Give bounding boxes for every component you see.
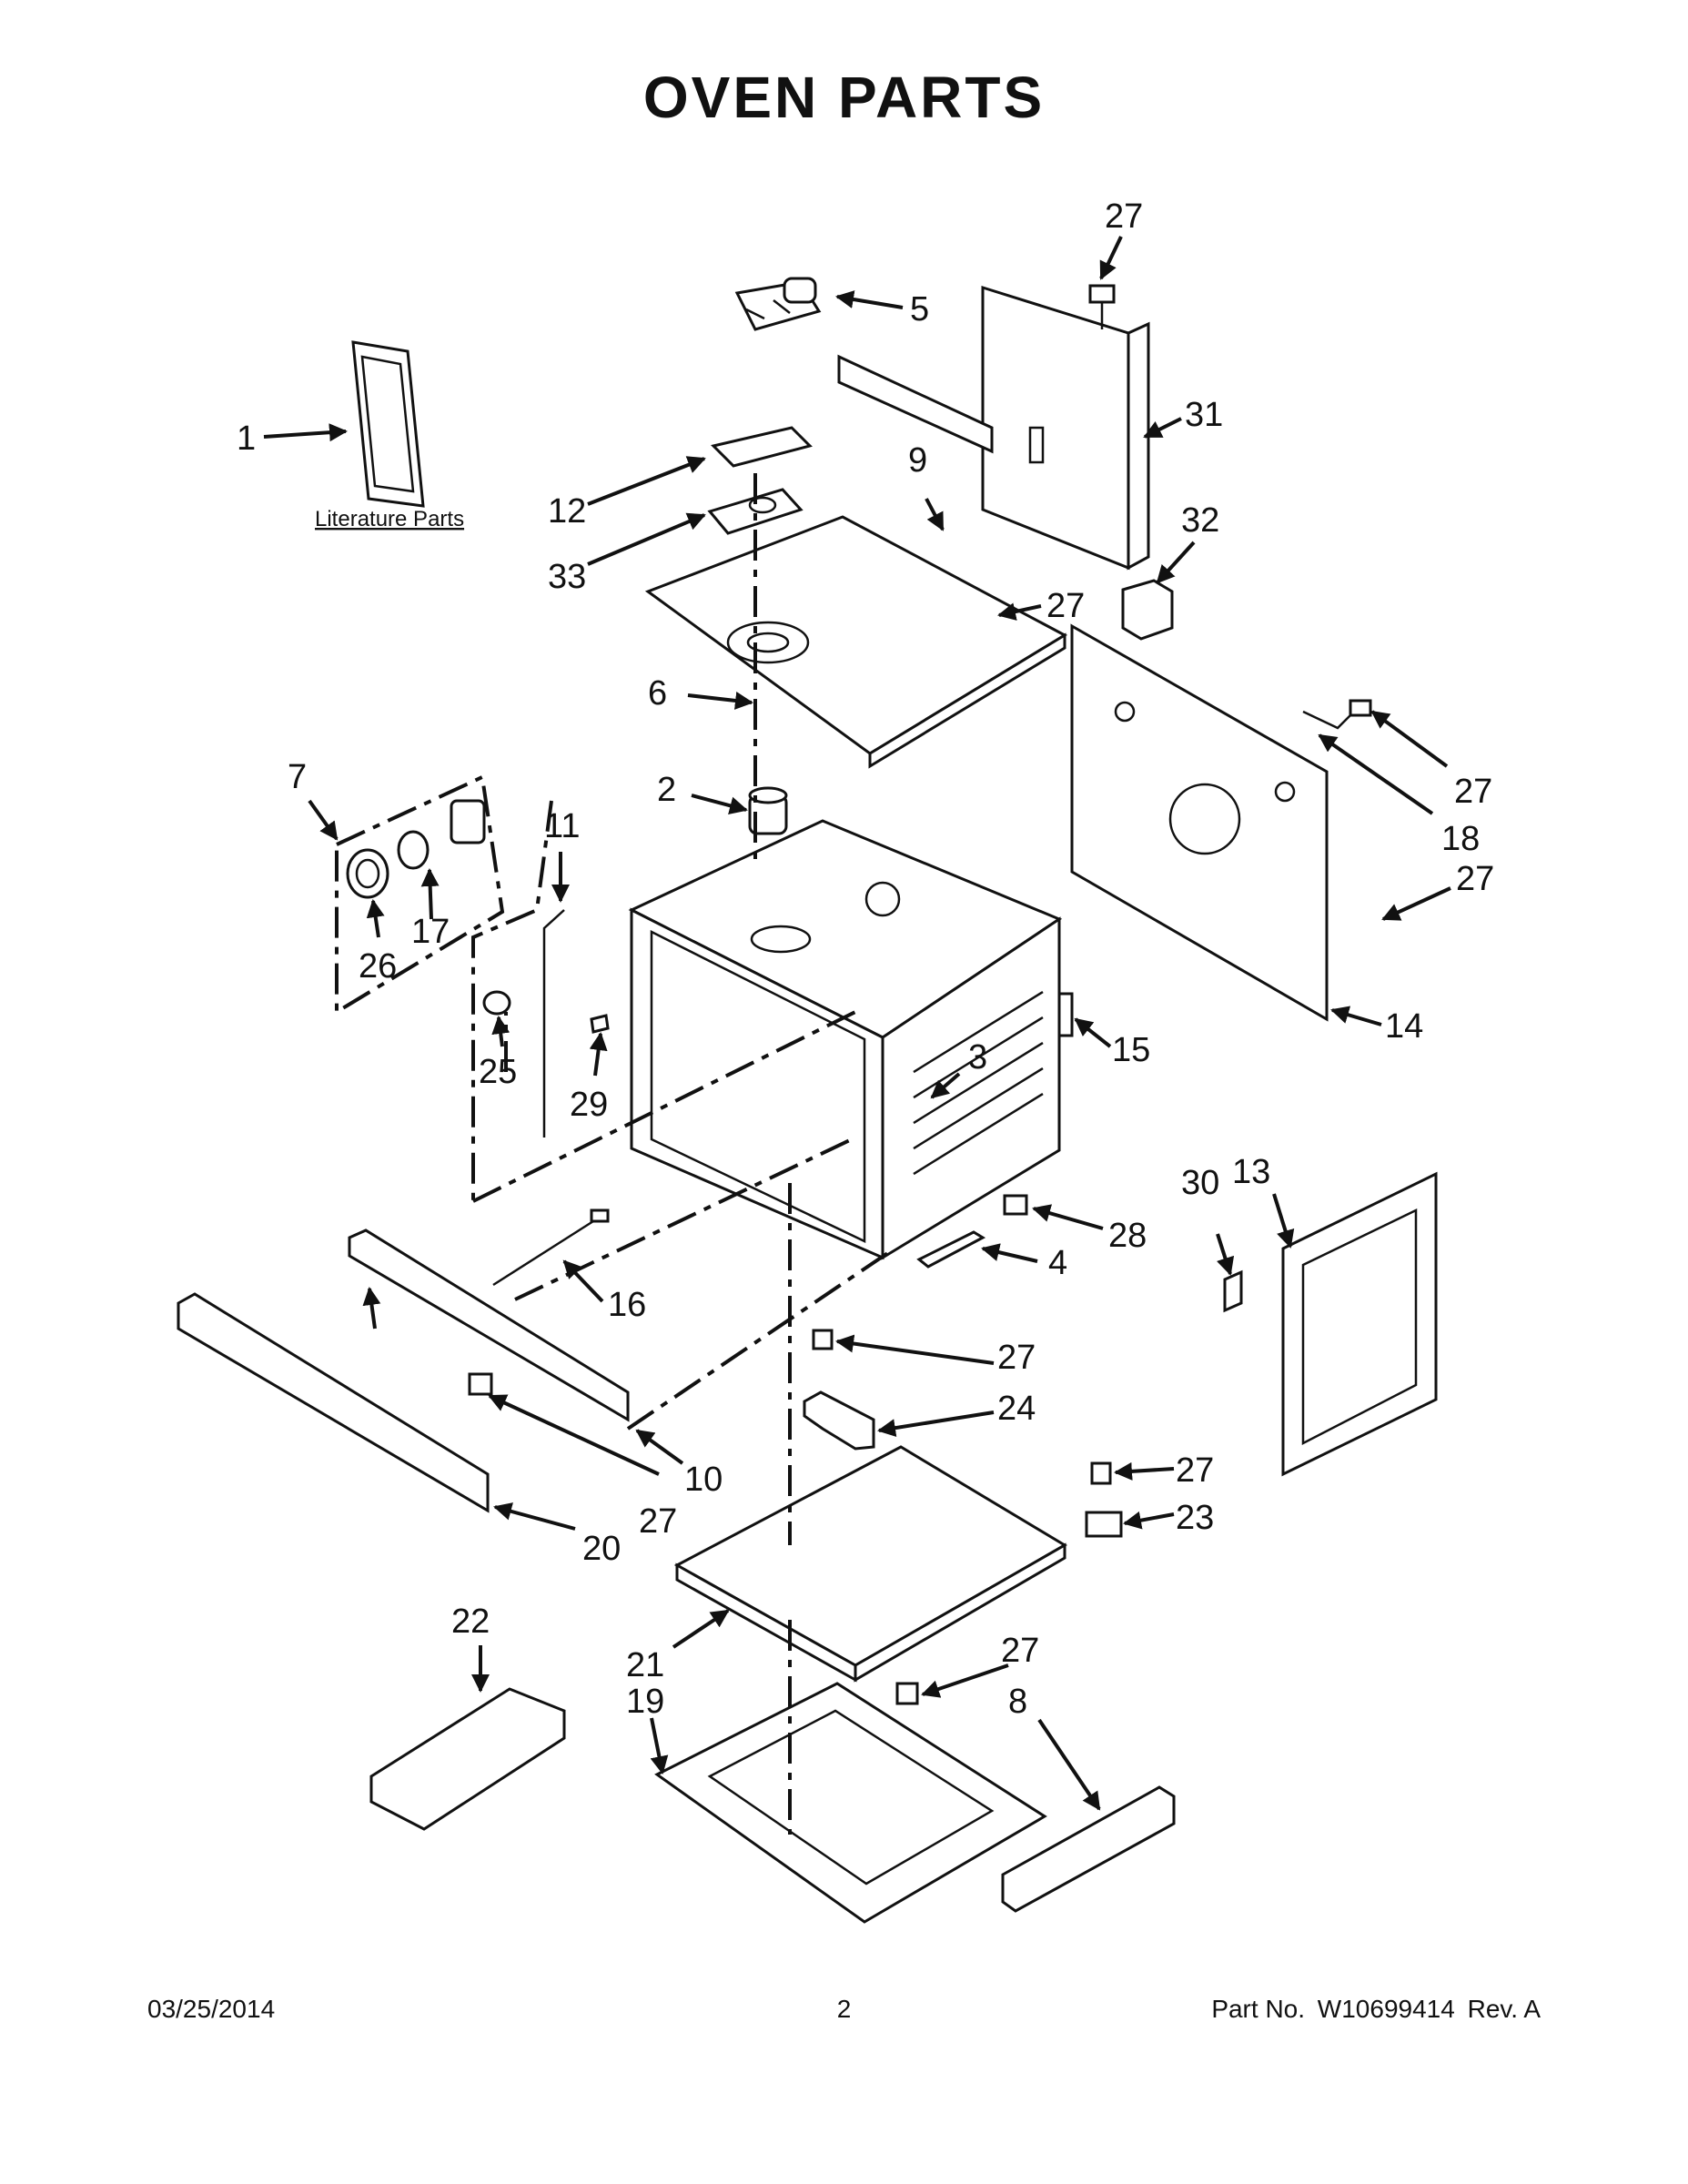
- literature-booklet: [351, 340, 425, 508]
- callout-7: 7: [288, 758, 307, 796]
- part-3-oven-cavity: [628, 819, 1063, 1260]
- footer-part-info: Part No. W10699414 Rev. A: [1206, 1995, 1541, 2024]
- leader-arrows: [263, 236, 1451, 1811]
- callout-13: 13: [1232, 1153, 1270, 1191]
- callout-14: 14: [1385, 1007, 1423, 1046]
- part-9-channel: [837, 354, 994, 454]
- callout-27-low: 27: [1001, 1632, 1039, 1670]
- screw-27-mid: [812, 1329, 834, 1350]
- part-14-rear-wall: [1070, 623, 1329, 1022]
- part-30-clip: [1223, 1269, 1243, 1313]
- callout-17: 17: [411, 913, 450, 951]
- callout-10: 10: [684, 1461, 723, 1499]
- callout-27-right-1: 27: [1454, 773, 1492, 811]
- page-title: OVEN PARTS: [642, 65, 1046, 130]
- callout-labels: 1 5 27 31 12 9 32 33 27 6 7 11 2 27 18 2…: [237, 197, 1494, 1721]
- callout-6: 6: [648, 674, 667, 713]
- callout-30: 30: [1181, 1164, 1219, 1202]
- part-32-box: [1121, 579, 1174, 641]
- part-6-top-plate: [644, 515, 1068, 769]
- callout-22: 22: [451, 1603, 490, 1641]
- part-2-fan-motor: [748, 786, 788, 835]
- callout-28: 28: [1108, 1217, 1147, 1255]
- callout-32: 32: [1181, 501, 1219, 540]
- callout-11: 11: [544, 807, 580, 845]
- part-number: W10699414: [1317, 1995, 1455, 2023]
- callout-3: 3: [968, 1038, 987, 1077]
- callout-27-top: 27: [1105, 197, 1143, 236]
- part-16-sensor: [492, 1208, 610, 1287]
- callout-20: 20: [582, 1530, 621, 1568]
- callout-26: 26: [359, 947, 397, 986]
- callout-16: 16: [608, 1286, 646, 1324]
- screw-27-top: [1088, 284, 1116, 329]
- part-4-bracket: [916, 1230, 986, 1269]
- screw-27-mid-left: [468, 1372, 493, 1396]
- callout-25: 25: [479, 1053, 517, 1091]
- callout-18: 18: [1441, 820, 1480, 858]
- callout-8: 8: [1008, 1683, 1027, 1721]
- callout-27-mid: 27: [997, 1339, 1036, 1377]
- callout-27-right-low: 27: [1176, 1451, 1214, 1490]
- callout-27-mid-top: 27: [1046, 587, 1085, 625]
- part-22-bracket: [369, 1687, 566, 1831]
- part-11-wire: [542, 909, 565, 1138]
- part-19-bottom-tray: [654, 1682, 1047, 1924]
- assembly-lines: [471, 473, 894, 1835]
- part-12-plate: [711, 426, 813, 468]
- part-13-side-panel: [1281, 1171, 1438, 1477]
- part-7-light-assembly: [335, 774, 505, 1016]
- callout-23: 23: [1176, 1499, 1214, 1537]
- screw-27-low: [895, 1682, 919, 1705]
- part-15-clip: [1057, 992, 1074, 1037]
- callout-27-left: 27: [639, 1502, 677, 1541]
- part-25-knob: [482, 990, 511, 1016]
- part-20-rail: [177, 1292, 490, 1513]
- footer-page-number: 2: [836, 1995, 852, 2023]
- callout-24: 24: [997, 1390, 1036, 1428]
- callout-15: 15: [1112, 1031, 1150, 1069]
- callout-27-right-2: 27: [1456, 860, 1494, 898]
- part-5-control: [734, 277, 822, 331]
- callout-5: 5: [910, 290, 929, 329]
- callout-12: 12: [548, 492, 586, 531]
- part-33-bracket: [707, 488, 804, 535]
- part-number-label: Part No.: [1211, 1995, 1306, 2023]
- part-31-rear-panel: [981, 285, 1150, 571]
- literature-parts-link[interactable]: Literature Parts: [315, 507, 464, 531]
- callout-33: 33: [548, 558, 586, 596]
- revision: Rev. A: [1467, 1995, 1541, 2023]
- callout-21: 21: [626, 1646, 664, 1684]
- part-8-rail: [1001, 1785, 1176, 1913]
- part-24-bracket: [803, 1390, 875, 1451]
- part-29-pin: [590, 1014, 610, 1034]
- callout-4: 4: [1048, 1244, 1067, 1282]
- part-10-rail: [348, 1228, 630, 1422]
- part-21-bottom-plate: [673, 1445, 1067, 1683]
- part-18-sensor: [1302, 699, 1372, 730]
- screw-27-right-low: [1090, 1461, 1112, 1485]
- part-23-bracket: [1085, 1511, 1123, 1538]
- callout-2: 2: [657, 771, 676, 809]
- part-28-screw: [1003, 1194, 1028, 1216]
- callout-9: 9: [908, 441, 927, 480]
- callout-31: 31: [1185, 396, 1223, 434]
- callout-29: 29: [570, 1086, 608, 1124]
- callout-1: 1: [237, 420, 256, 458]
- footer-date: 03/25/2014: [147, 1995, 276, 2023]
- callout-19: 19: [626, 1683, 664, 1721]
